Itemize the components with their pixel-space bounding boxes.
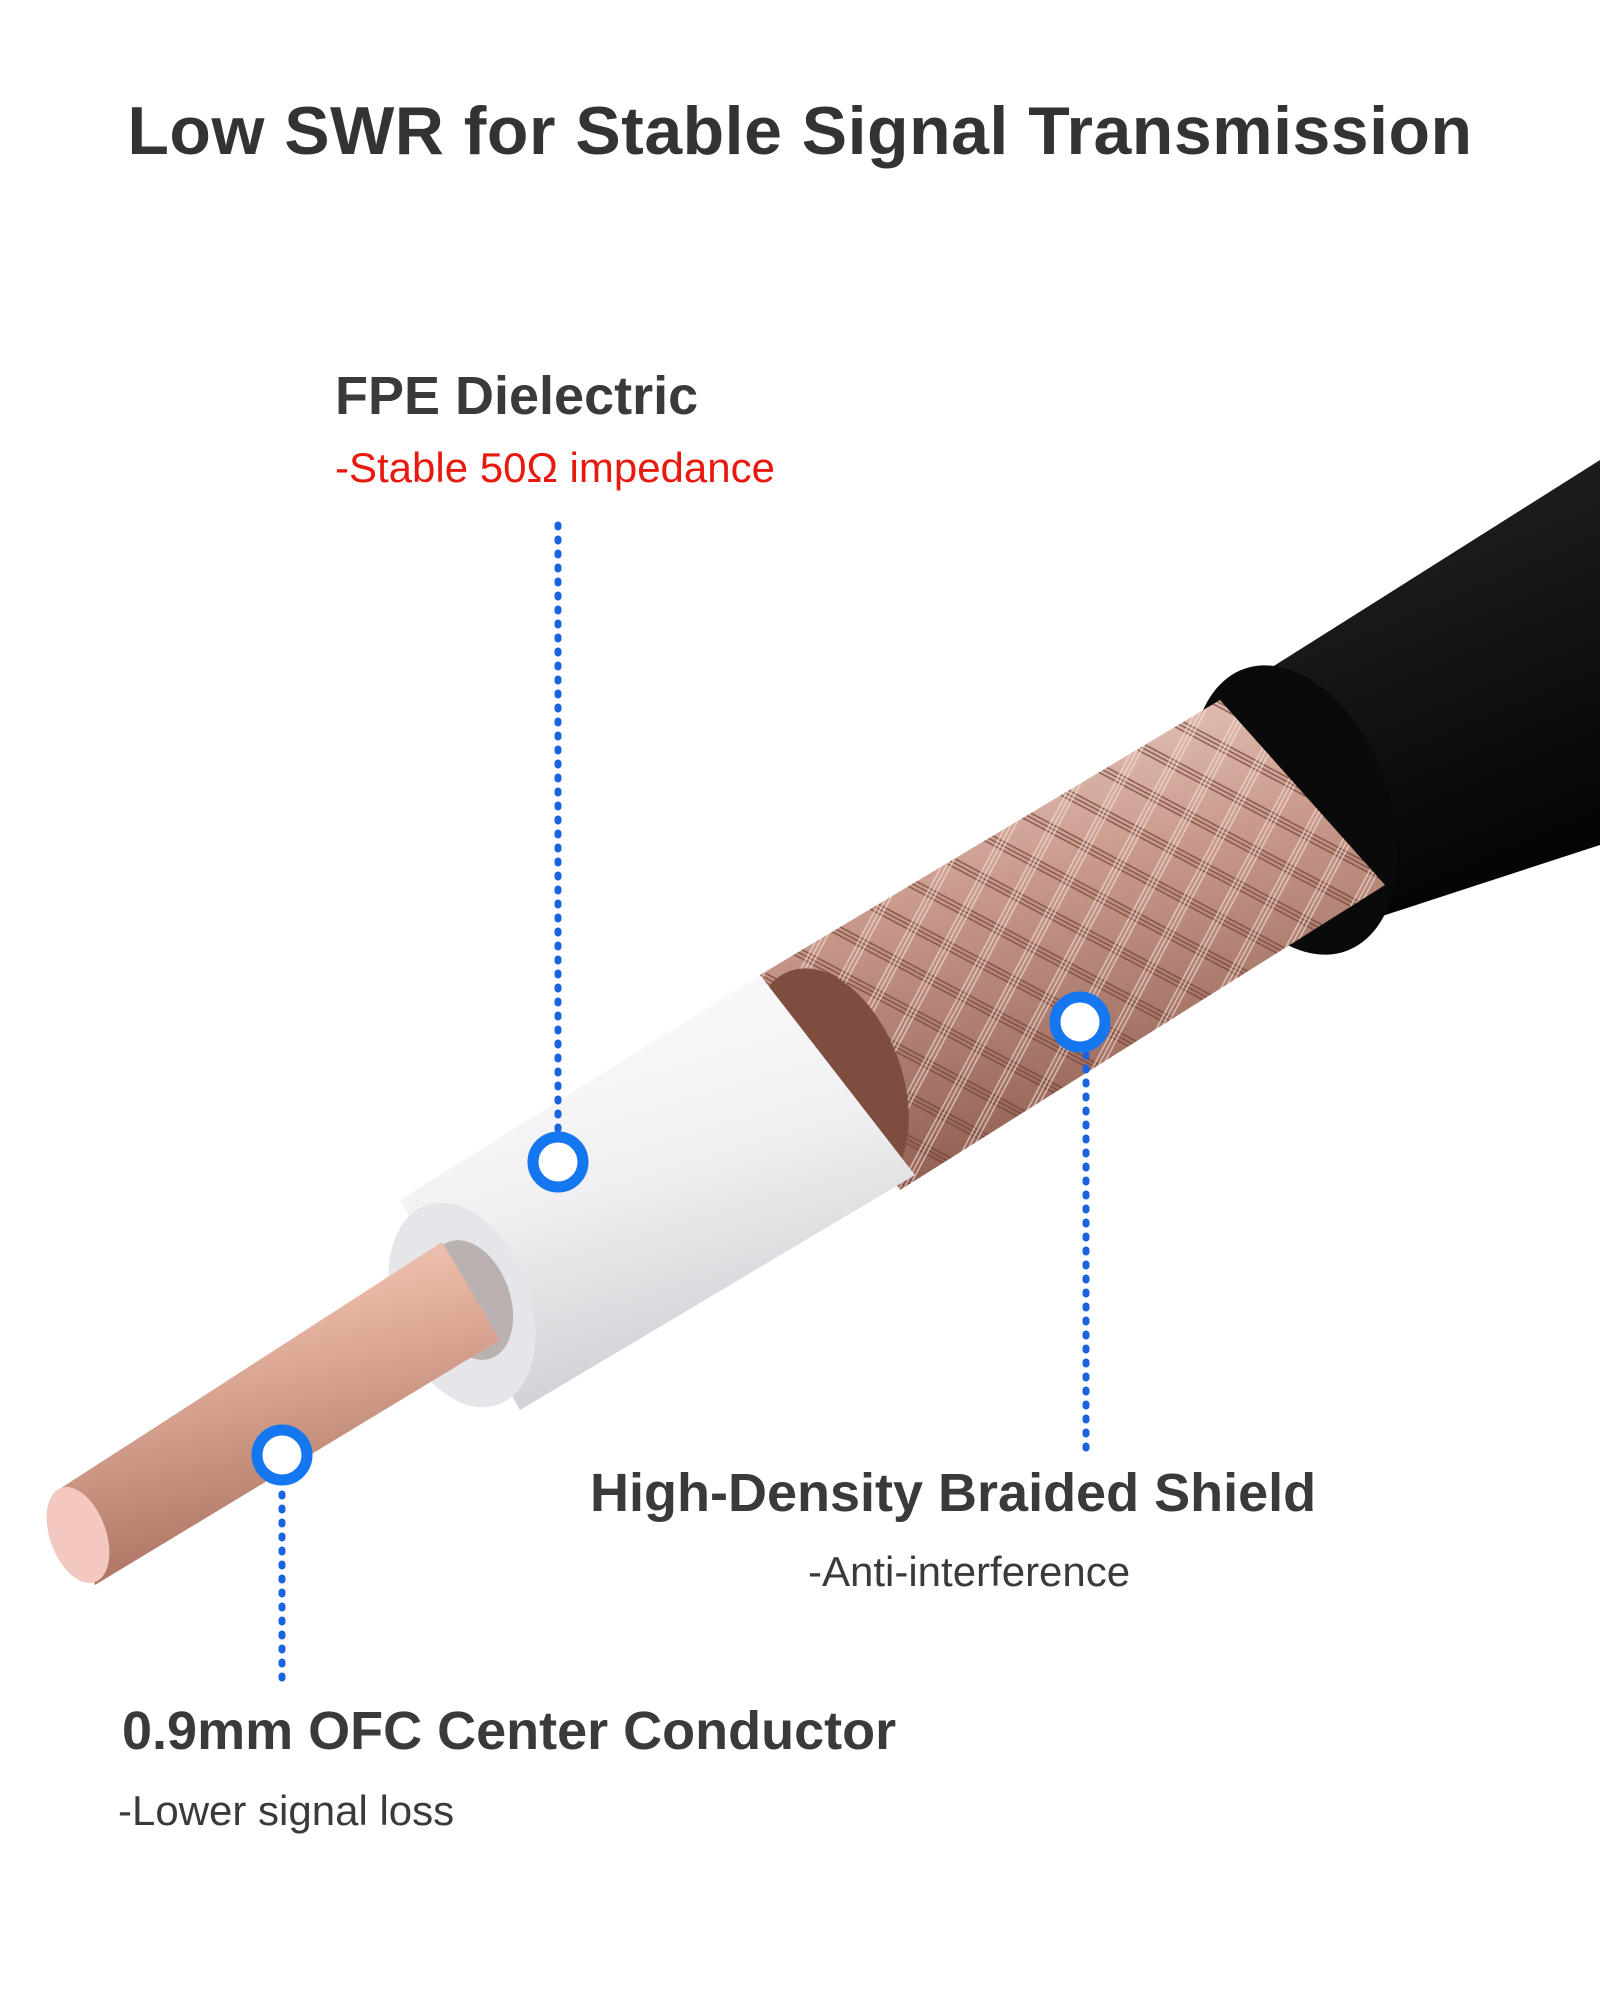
dielectric-label: FPE Dielectric xyxy=(335,366,699,426)
conductor-marker-icon xyxy=(251,1424,313,1486)
shield-sublabel: -Anti-interference xyxy=(808,1548,1131,1595)
shield-label: High-Density Braided Shield xyxy=(590,1463,1317,1523)
center-conductor xyxy=(46,1242,500,1585)
shield-marker-icon xyxy=(1049,991,1111,1053)
dielectric-marker-icon xyxy=(527,1131,589,1193)
dielectric-sublabel: -Stable 50Ω impedance xyxy=(335,444,775,491)
conductor-sublabel: -Lower signal loss xyxy=(118,1787,455,1834)
page-title: Low SWR for Stable Signal Transmission xyxy=(127,93,1473,169)
conductor-label: 0.9mm OFC Center Conductor xyxy=(122,1701,897,1761)
